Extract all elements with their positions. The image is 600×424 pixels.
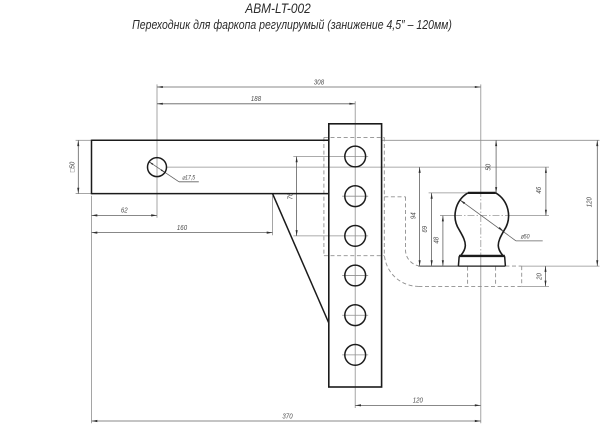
- svg-text:□50: □50: [69, 162, 77, 173]
- svg-text:50: 50: [485, 164, 493, 171]
- svg-text:46: 46: [536, 187, 544, 194]
- svg-text:308: 308: [314, 79, 324, 87]
- svg-text:⌀17,5: ⌀17,5: [182, 175, 196, 182]
- svg-text:48: 48: [433, 237, 441, 244]
- svg-text:76: 76: [287, 193, 295, 200]
- svg-text:120: 120: [413, 397, 423, 405]
- svg-text:188: 188: [251, 96, 261, 104]
- svg-text:⌀50: ⌀50: [520, 234, 530, 241]
- svg-text:160: 160: [177, 224, 187, 232]
- svg-text:20: 20: [536, 273, 544, 281]
- svg-text:69: 69: [422, 226, 430, 233]
- svg-text:94: 94: [410, 212, 418, 219]
- svg-text:370: 370: [282, 413, 292, 421]
- svg-text:120: 120: [586, 197, 594, 207]
- svg-text:62: 62: [121, 207, 128, 215]
